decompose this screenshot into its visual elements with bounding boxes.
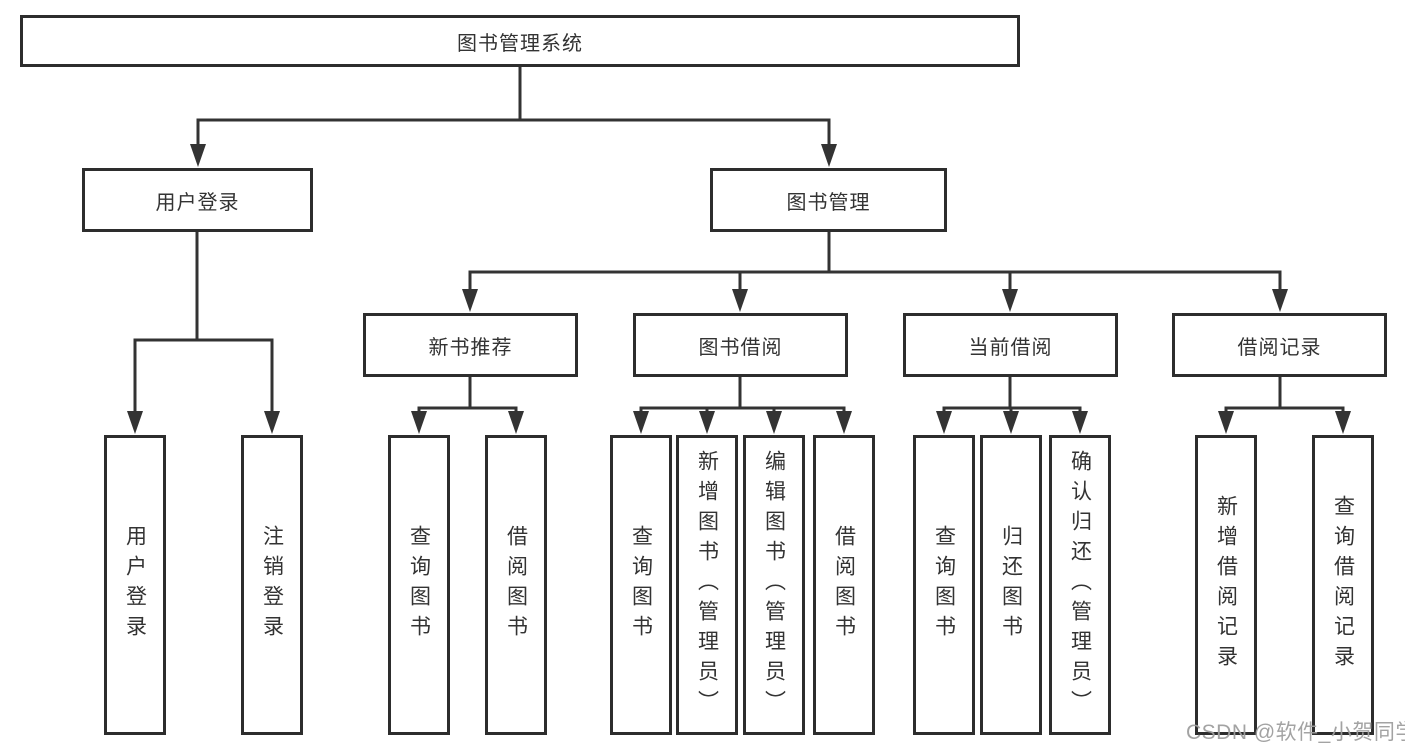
leaf-query-books-current: 查询图书 (913, 435, 975, 735)
leaf-label: 用户登录 (123, 525, 147, 645)
leaf-label: 归还图书 (999, 525, 1023, 645)
leaf-query-books-borrow: 查询图书 (610, 435, 672, 735)
node-current-borrow: 当前借阅 (903, 313, 1118, 377)
node-book-borrow: 图书借阅 (633, 313, 848, 377)
leaf-add-book-admin: 新增图书（管理员） (676, 435, 738, 735)
leaf-logout: 注销登录 (241, 435, 303, 735)
node-label: 图书管理系统 (457, 32, 583, 55)
leaf-query-borrow-record: 查询借阅记录 (1312, 435, 1374, 735)
leaf-label: 借阅图书 (832, 525, 856, 645)
watermark: CSDN @软件_小贺同学 (1186, 721, 1405, 744)
node-label: 用户登录 (155, 191, 240, 214)
leaf-borrow-books-recommend: 借阅图书 (485, 435, 547, 735)
node-label: 借阅记录 (1237, 336, 1322, 359)
leaf-borrow-books: 借阅图书 (813, 435, 875, 735)
leaf-label: 查询借阅记录 (1331, 495, 1355, 675)
node-label: 图书借阅 (698, 336, 783, 359)
leaf-confirm-return-admin: 确认归还（管理员） (1049, 435, 1111, 735)
leaf-query-books-recommend: 查询图书 (388, 435, 450, 735)
leaf-edit-book-admin: 编辑图书（管理员） (743, 435, 805, 735)
leaf-label: 确认归还（管理员） (1068, 450, 1092, 720)
node-borrow-records: 借阅记录 (1172, 313, 1387, 377)
node-label: 当前借阅 (968, 336, 1053, 359)
leaf-label: 新增借阅记录 (1214, 495, 1238, 675)
leaf-label: 查询图书 (407, 525, 431, 645)
leaf-label: 查询图书 (629, 525, 653, 645)
leaf-label: 新增图书（管理员） (695, 450, 719, 720)
leaf-user-login: 用户登录 (104, 435, 166, 735)
node-library-management-system: 图书管理系统 (20, 15, 1020, 67)
node-label: 图书管理 (786, 191, 871, 214)
node-label: 新书推荐 (428, 336, 513, 359)
leaf-label: 查询图书 (932, 525, 956, 645)
leaf-add-borrow-record: 新增借阅记录 (1195, 435, 1257, 735)
node-new-book-recommend: 新书推荐 (363, 313, 578, 377)
node-user-login: 用户登录 (82, 168, 313, 232)
leaf-label: 注销登录 (260, 525, 284, 645)
leaf-label: 借阅图书 (504, 525, 528, 645)
node-book-management: 图书管理 (710, 168, 947, 232)
leaf-label: 编辑图书（管理员） (762, 450, 786, 720)
leaf-return-book: 归还图书 (980, 435, 1042, 735)
